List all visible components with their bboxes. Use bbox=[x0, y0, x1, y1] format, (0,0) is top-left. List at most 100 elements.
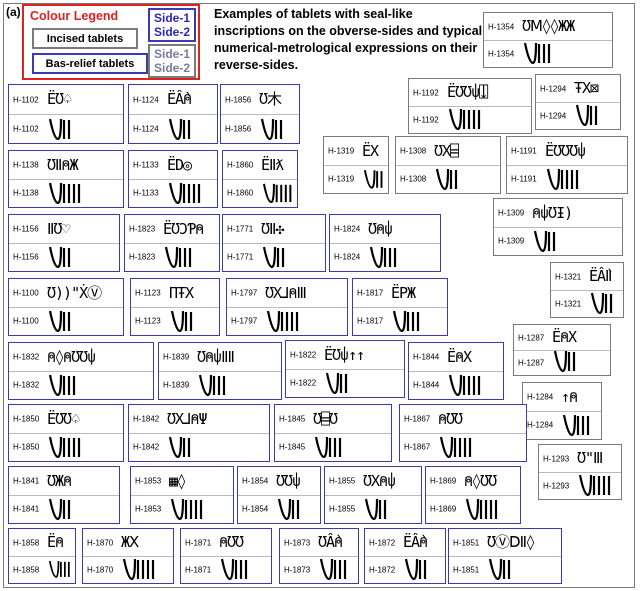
tablet-id: H-1797 bbox=[231, 316, 258, 326]
inscription-signs: ⍝◊⍝ƱƱ⍦ bbox=[47, 347, 96, 366]
tablet-id: H-1321 bbox=[555, 299, 582, 308]
legend-incised-box: Incised tablets bbox=[32, 28, 138, 49]
inscription-signs: ЁẦⅡ bbox=[589, 267, 612, 285]
inscription-signs: ⅡƱ♡ bbox=[47, 219, 70, 238]
tablet-reverse: H-1870 bbox=[83, 556, 173, 583]
tablet-id: H-1771 bbox=[227, 224, 254, 234]
inscription-signs: ƱX⍝⍦ bbox=[363, 471, 396, 490]
colour-legend: Colour Legend Incised tablets Bas-relief… bbox=[22, 4, 200, 80]
tablet-id: H-1871 bbox=[185, 565, 212, 574]
tablet-reverse: H-1858 bbox=[9, 556, 75, 583]
inscription-signs: ƱЖ⍝ bbox=[47, 471, 72, 490]
numeral-icon bbox=[169, 435, 266, 459]
tablet-id: H-1191 bbox=[511, 146, 537, 156]
numeral-icon bbox=[449, 108, 528, 131]
tablet-id: H-1284 bbox=[527, 420, 554, 430]
inscription-signs: ЁƱƱƱ⍦ bbox=[545, 141, 586, 160]
tablet-id: H-1823 bbox=[129, 224, 156, 234]
tablet-reverse: H-1860 bbox=[223, 179, 297, 207]
tablet-id: H-1823 bbox=[129, 252, 156, 262]
inscription-signs: ƱⅡ✣ bbox=[261, 219, 284, 238]
tablet-reverse: H-1856 bbox=[221, 114, 299, 143]
tablet-id: H-1844 bbox=[413, 380, 440, 390]
tablet-id: H-1839 bbox=[163, 352, 190, 362]
tablet-id: H-1844 bbox=[413, 352, 440, 362]
tablet-id: H-1797 bbox=[231, 288, 258, 298]
tablet-id: H-1124 bbox=[133, 95, 159, 104]
tablet-reverse: H-1354 bbox=[484, 40, 612, 67]
numeral-icon bbox=[365, 497, 418, 521]
tablet-id: H-1860 bbox=[227, 160, 254, 170]
inscription-signs: ƱⅯ◊◊ЖЖ bbox=[522, 17, 575, 35]
inscription-signs: ƱⅡ⍝Ж bbox=[47, 155, 78, 174]
inscription-signs: ⍝⍦ƱƗ) bbox=[532, 203, 573, 222]
numeral-icon bbox=[278, 497, 317, 521]
tablet-reverse: H-1855 bbox=[325, 495, 421, 523]
tablet-id: H-1853 bbox=[135, 476, 162, 486]
tablet-id: H-1871 bbox=[185, 538, 212, 547]
inscription-signs: Ʊ))"ẊⓋ bbox=[47, 283, 102, 302]
inscription-signs: Ʊ⌸Ʊ bbox=[313, 409, 338, 428]
tablet-id: H-1156 bbox=[13, 252, 39, 262]
tablet-id: H-1851 bbox=[453, 538, 480, 547]
numeral-icon bbox=[49, 309, 120, 333]
tablet-id: H-1824 bbox=[334, 252, 361, 262]
inscription-signs: ƱẦ⍝ bbox=[318, 533, 343, 551]
numeral-icon bbox=[263, 181, 294, 205]
numeral-icon bbox=[221, 558, 268, 581]
numeral-icon bbox=[263, 245, 322, 269]
tablet-id: H-1869 bbox=[430, 504, 457, 514]
numeral-icon bbox=[440, 435, 523, 459]
tablet-id: H-1839 bbox=[163, 380, 190, 390]
inscription-signs: ЁƱƆƤ⍝ bbox=[163, 219, 204, 238]
inscription-signs: ЁX bbox=[362, 141, 379, 160]
tablet-id: H-1872 bbox=[369, 538, 396, 547]
numeral-icon bbox=[49, 373, 150, 397]
tablet-reverse: H-1873 bbox=[280, 556, 358, 583]
inscription-signs: ЁƱƱ⍦⍗ bbox=[447, 83, 488, 101]
tablet-reverse: H-1124 bbox=[129, 114, 217, 143]
tablet-id: H-1354 bbox=[488, 49, 515, 58]
tablet-reverse: H-1309 bbox=[494, 227, 622, 255]
tablet-id: H-1858 bbox=[13, 565, 40, 574]
tablet-id: H-1319 bbox=[328, 174, 355, 184]
tablet-id: H-1873 bbox=[284, 538, 311, 547]
numeral-icon bbox=[49, 181, 120, 205]
tablet-reverse: H-1839 bbox=[159, 371, 281, 399]
tablet-reverse: H-1845 bbox=[275, 433, 391, 461]
numeral-icon bbox=[49, 435, 120, 459]
tablet-id: H-1124 bbox=[133, 124, 159, 133]
tablet-id: H-1854 bbox=[242, 476, 269, 486]
inscription-signs: Ʊ⍝⍦ⅡⅡ bbox=[197, 347, 235, 366]
numeral-icon bbox=[393, 309, 444, 333]
tablet-id: H-1293 bbox=[543, 454, 570, 463]
tablet-reverse: H-1871 bbox=[181, 556, 271, 583]
tablet-id: H-1822 bbox=[290, 350, 317, 360]
inscription-signs: ЁƱ♤ bbox=[47, 90, 72, 108]
tablet-reverse: H-1100 bbox=[9, 307, 123, 335]
